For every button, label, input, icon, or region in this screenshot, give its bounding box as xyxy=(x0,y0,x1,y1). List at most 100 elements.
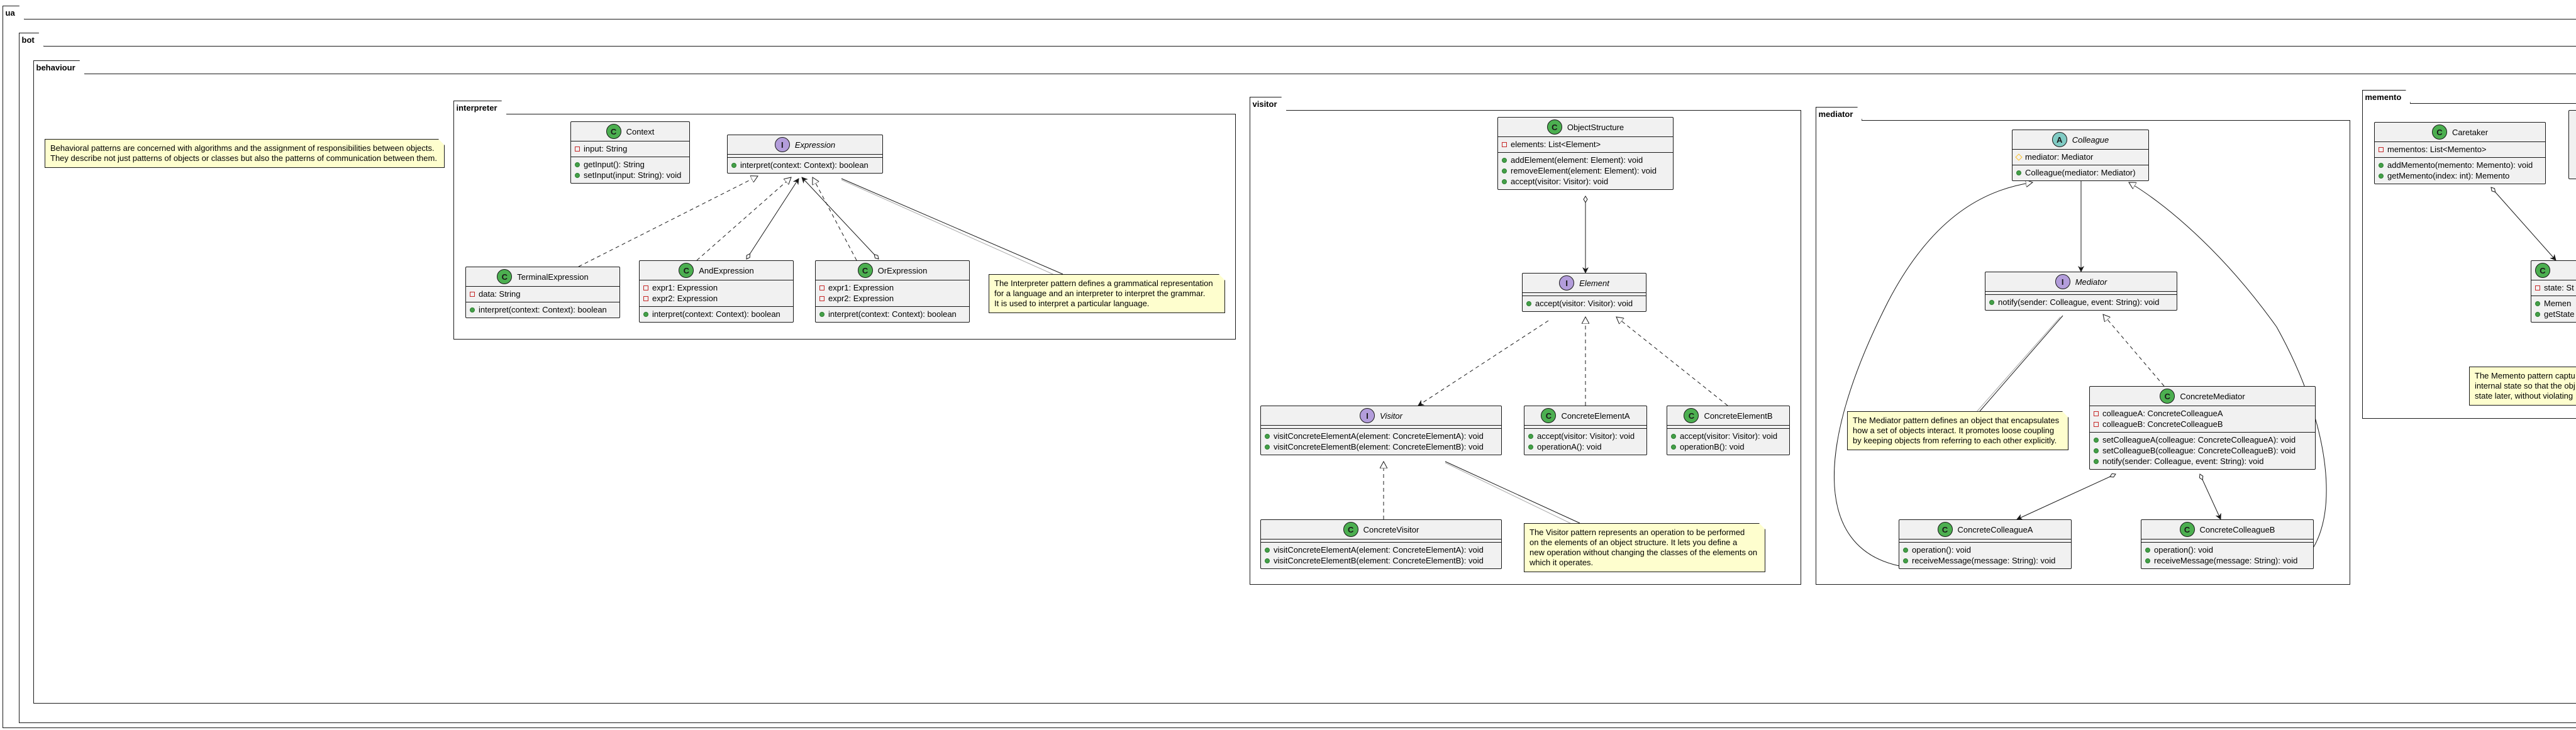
public-method-icon xyxy=(2016,170,2021,175)
method: notify(sender: Colleague, event: String)… xyxy=(1998,297,2160,307)
field: mediator: Mediator xyxy=(2025,152,2094,162)
note-line: Behavioral patterns are concerned with a… xyxy=(50,143,435,153)
class-name: Colleague xyxy=(2072,135,2109,145)
note-line: by keeping objects from referring to eac… xyxy=(1853,436,2057,445)
note-line: The Interpreter pattern defines a gramma… xyxy=(994,279,1213,288)
method: operation(): void xyxy=(1912,545,1971,555)
visitor-note: The Visitor pattern represents an operat… xyxy=(1524,523,1765,572)
public-method-icon xyxy=(1265,433,1270,439)
interpreter-note: The Interpreter pattern defines a gramma… xyxy=(989,274,1225,313)
method: removeElement(element: Element): void xyxy=(1511,166,1657,175)
method: operationA(): void xyxy=(1537,442,1602,451)
class-icon: C xyxy=(1937,522,1953,537)
note-line: It is used to interpret a particular lan… xyxy=(994,299,1150,308)
class-name: ObjectStructure xyxy=(1567,122,1624,132)
edge-visitor-note xyxy=(1445,461,1580,524)
method: operation(): void xyxy=(2154,545,2213,555)
public-method-icon xyxy=(575,162,580,167)
field: colleagueB: ConcreteColleagueB xyxy=(2102,419,2223,429)
method: visitConcreteElementB(element: ConcreteE… xyxy=(1274,556,1484,565)
package-mediator: mediator xyxy=(1816,120,2350,585)
field: mementos: List<Memento> xyxy=(2387,145,2487,154)
method: operationB(): void xyxy=(1680,442,1745,451)
package-bot: bot xyxy=(19,46,2576,723)
method: Colleague(mediator: Mediator) xyxy=(2025,168,2136,177)
private-field-icon xyxy=(575,146,580,152)
method: notify(sender: Colleague, event: String)… xyxy=(2102,456,2264,466)
mediator-note: The Mediator pattern defines an object t… xyxy=(1847,411,2068,450)
note-line: for a language and an interpreter to int… xyxy=(994,289,1206,298)
package-visitor-label: visitor xyxy=(1250,97,1287,111)
edge-or-aggregates-expression xyxy=(801,177,879,260)
public-method-icon xyxy=(2094,448,2099,453)
public-method-icon xyxy=(2145,558,2150,563)
class-icon: C xyxy=(1541,408,1557,423)
method: accept(visitor: Visitor): void xyxy=(1537,431,1635,441)
class-icon: C xyxy=(1546,119,1562,135)
public-method-icon xyxy=(1265,444,1270,450)
abstract-class-colleague[interactable]: A Colleague mediator: Mediator Colleague(… xyxy=(2012,130,2149,181)
note-line: The Mediator pattern defines an object t… xyxy=(1853,416,2060,425)
note-line: how a set of objects interact. It promot… xyxy=(1853,426,2055,435)
public-method-icon xyxy=(2535,301,2540,306)
private-field-icon xyxy=(643,285,648,290)
note-line: state later, without violating xyxy=(2475,391,2573,401)
interface-icon: I xyxy=(1360,408,1375,423)
edge-caretaker-memento xyxy=(2490,187,2557,261)
behavioral-patterns-note: Behavioral patterns are concerned with a… xyxy=(45,139,445,168)
public-method-icon xyxy=(731,162,736,168)
class-name: Visitor xyxy=(1380,411,1402,421)
field: expr2: Expression xyxy=(828,294,894,303)
package-interpreter: interpreter xyxy=(453,114,1236,340)
public-method-icon xyxy=(2379,162,2384,168)
note-line: The Memento pattern captu xyxy=(2475,371,2575,380)
class-originator-partial[interactable] xyxy=(2568,110,2576,179)
class-name: Caretaker xyxy=(2451,127,2489,137)
private-field-icon xyxy=(643,296,648,301)
private-field-icon xyxy=(2094,421,2099,427)
class-icon: C xyxy=(606,124,621,139)
edge-mediator-colleagueB xyxy=(2199,473,2221,520)
class-name: Mediator xyxy=(2075,277,2107,287)
public-method-icon xyxy=(1671,433,1676,439)
public-method-icon xyxy=(1265,558,1270,563)
public-method-icon xyxy=(1903,558,1908,563)
package-visitor: visitor xyxy=(1250,110,1801,585)
memento-note: The Memento pattern captu internal state… xyxy=(2469,367,2576,406)
class-name: ConcreteMediator xyxy=(2180,391,2245,401)
private-field-icon xyxy=(1502,141,1507,147)
note-line: new operation without changing the class… xyxy=(1530,548,1758,557)
method: interpret(context: Context): boolean xyxy=(479,305,607,314)
public-method-icon xyxy=(2094,437,2099,443)
note-line: which it operates. xyxy=(1530,558,1594,567)
field: expr1: Expression xyxy=(652,283,718,292)
method: interpret(context: Context): boolean xyxy=(652,309,780,319)
abstract-class-icon: A xyxy=(2051,132,2067,147)
private-field-icon xyxy=(2379,147,2384,152)
public-method-icon xyxy=(470,307,475,312)
class-memento-partial[interactable]: C state: St Memen getState xyxy=(2531,260,2576,323)
interface-icon: I xyxy=(1559,275,1575,290)
edge-concretemediator-realizes xyxy=(2103,314,2165,387)
public-method-icon xyxy=(1265,547,1270,553)
method: setColleagueA(colleague: ConcreteColleag… xyxy=(2102,435,2296,445)
private-field-icon xyxy=(819,285,824,290)
edge-elementB-realizes xyxy=(1616,317,1728,406)
method: setColleagueB(colleague: ConcreteColleag… xyxy=(2102,446,2296,455)
